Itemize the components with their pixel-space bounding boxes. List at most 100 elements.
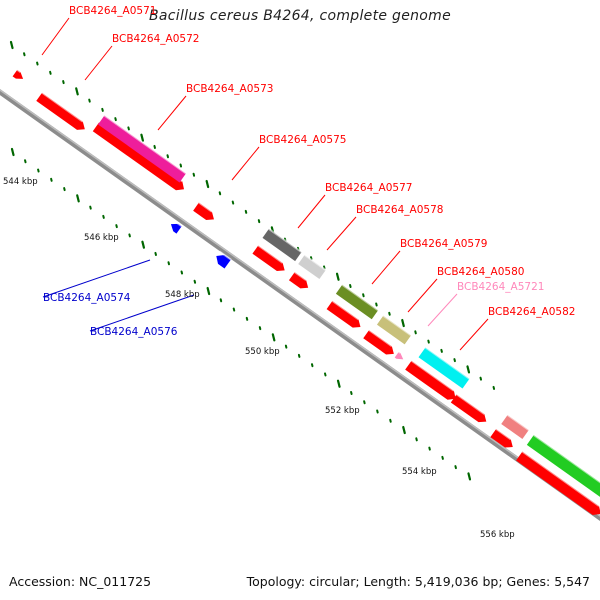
feature-body <box>363 330 394 355</box>
gene-label-a0574[interactable]: BCB4264_A0574 <box>43 292 131 304</box>
tick-mark <box>36 61 39 66</box>
feature-body <box>490 428 513 448</box>
cds-a0573-inner <box>92 121 185 191</box>
feature-highlight <box>331 300 360 321</box>
tick-mark <box>453 358 456 363</box>
tick-mark <box>467 472 472 481</box>
tick-label-544: 544 kbp <box>3 177 38 187</box>
tick-mark <box>257 219 261 224</box>
feature-body <box>394 351 404 360</box>
label-leader-line <box>427 293 458 327</box>
tick-mark <box>141 240 146 249</box>
feature-highlight <box>410 359 455 392</box>
tick-mark <box>88 98 91 103</box>
cds-a0585-inner <box>516 450 600 515</box>
tick-mark <box>49 70 52 75</box>
feature-body <box>326 300 361 328</box>
cds-a0571-inner <box>36 91 85 130</box>
feature-body <box>526 435 600 497</box>
tick-mark <box>24 159 27 164</box>
gene-label-a5721[interactable]: BCB4264_A5721 <box>457 281 544 293</box>
tick-mark <box>231 200 235 205</box>
gene-label-a0580[interactable]: BCB4264_A0580 <box>437 266 524 278</box>
tick-mark <box>414 330 417 335</box>
label-leader-line <box>459 318 489 351</box>
cds-a0571-outer <box>12 69 24 79</box>
cds-a0583-outer <box>501 414 530 440</box>
feature-highlight <box>16 69 22 73</box>
tick-mark <box>205 179 210 189</box>
gene-label-a0571[interactable]: BCB4264_A0571 <box>69 5 156 17</box>
feature-highlight <box>507 414 530 431</box>
feature-highlight <box>294 271 307 282</box>
gene-label-a0577[interactable]: BCB4264_A0577 <box>325 182 412 194</box>
tick-label-548: 548 kbp <box>165 290 200 300</box>
tick-mark <box>128 233 131 238</box>
gene-label-a0579[interactable]: BCB4264_A0579 <box>400 238 487 250</box>
accession-text: Accession: NC_011725 <box>9 574 152 589</box>
tick-label-546: 546 kbp <box>84 233 119 243</box>
feature-body <box>170 223 182 234</box>
feature-highlight <box>533 434 600 488</box>
cds-a0579-inner <box>326 300 361 328</box>
tick-mark <box>271 333 276 342</box>
feature-highlight <box>424 346 471 380</box>
label-leader-line <box>41 17 70 56</box>
label-leader-line <box>157 95 187 131</box>
tick-label-552: 552 kbp <box>325 406 360 416</box>
tick-mark <box>218 191 222 196</box>
tick-mark <box>335 272 340 281</box>
cds-a0582-inner <box>405 359 456 400</box>
gene-label-a0578[interactable]: BCB4264_A0578 <box>356 204 443 216</box>
gene-label-a0576[interactable]: BCB4264_A0576 <box>90 326 178 338</box>
tick-mark <box>375 302 378 307</box>
tick-mark <box>258 326 262 331</box>
feature-body <box>12 69 24 79</box>
genome-summary-text: Topology: circular; Length: 5,419,036 bp… <box>246 574 590 589</box>
feature-highlight <box>382 314 412 337</box>
feature-body <box>376 315 412 345</box>
tick-mark <box>206 286 211 296</box>
tick-mark <box>127 126 130 131</box>
tick-label-550: 550 kbp <box>245 347 280 357</box>
feature-highlight <box>198 201 213 213</box>
feature-highlight <box>368 329 393 348</box>
tick-mark <box>89 205 92 210</box>
tick-mark <box>454 465 457 470</box>
cds-a0576 <box>216 250 232 269</box>
cds-a0580-outer <box>376 314 412 345</box>
tick-mark <box>245 316 249 321</box>
tick-mark <box>179 163 183 168</box>
gene-label-a0573[interactable]: BCB4264_A0573 <box>186 83 273 95</box>
tick-mark <box>102 214 105 219</box>
cds-a5721 <box>394 351 404 360</box>
cds-a0577-outer <box>262 228 303 262</box>
feature-highlight <box>398 351 401 354</box>
tick-mark <box>166 154 170 159</box>
feature-body <box>262 228 302 262</box>
feature-highlight <box>41 91 84 123</box>
tick-mark <box>167 261 171 266</box>
feature-highlight <box>495 428 512 441</box>
cds-a0580-inner <box>363 329 394 355</box>
genome-backbone <box>0 89 600 521</box>
feature-body <box>418 347 470 389</box>
tick-mark <box>244 209 248 214</box>
tick-mark <box>23 52 26 57</box>
feature-body <box>298 254 326 280</box>
gene-label-a0582[interactable]: BCB4264_A0582 <box>488 306 575 318</box>
tick-label-556: 556 kbp <box>480 530 515 540</box>
tick-mark <box>50 177 53 182</box>
tick-mark <box>180 270 184 275</box>
feature-body <box>288 272 309 289</box>
gene-features <box>12 69 600 515</box>
cds-a0585-outer <box>526 434 600 497</box>
cds-a0577-inner <box>252 244 285 272</box>
gene-label-a0575[interactable]: BCB4264_A0575 <box>259 134 346 146</box>
tick-label-554: 554 kbp <box>402 467 437 477</box>
cds-a0574 <box>170 219 183 234</box>
gene-label-a0572[interactable]: BCB4264_A0572 <box>112 33 199 45</box>
feature-highlight <box>521 450 600 507</box>
feature-body <box>252 245 285 272</box>
